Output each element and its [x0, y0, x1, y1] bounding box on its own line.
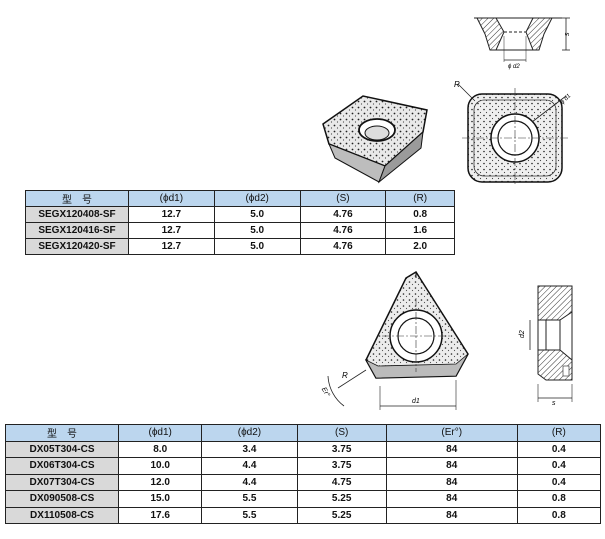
d1-cell: 8.0 [118, 440, 203, 458]
header-model: 型 号 [4, 424, 120, 442]
r-cell: 2.0 [385, 238, 455, 255]
r-cell: 0.4 [516, 473, 602, 491]
s-cell: 4.75 [296, 473, 387, 491]
d2-cell: 5.0 [213, 238, 301, 255]
tri-r-label: R [342, 371, 348, 380]
header-d1: (ϕd1) [127, 190, 215, 207]
r-cell: 1.6 [385, 222, 455, 239]
header-r: (R) [385, 190, 455, 207]
table-row: DX05T304-CS 8.0 3.4 3.75 84 0.4 [4, 440, 602, 458]
s-cell: 4.76 [299, 238, 387, 255]
top-s-label: s [564, 32, 571, 36]
er-cell: 84 [385, 457, 518, 475]
side-d2-label: d2 [519, 330, 526, 338]
model-cell: DX07T304-CS [4, 473, 120, 491]
er-cell: 84 [385, 490, 518, 508]
model-cell: DX05T304-CS [4, 440, 120, 458]
model-cell: DX110508-CS [4, 506, 120, 524]
segx-spec-table: 型 号 (ϕd1) (ϕd2) (S) (R) SEGX120408-SF 12… [25, 190, 455, 255]
header-r: (R) [516, 424, 602, 442]
model-cell: SEGX120420-SF [25, 238, 129, 255]
s-cell: 3.75 [296, 457, 387, 475]
d2-cell: 4.4 [201, 457, 298, 475]
side-section-drawing: d2 s [519, 285, 573, 406]
square-r-label: R [454, 80, 460, 89]
header-s: (S) [296, 424, 387, 442]
s-cell: 4.76 [299, 206, 387, 223]
square-d1-label: ϕ d1 [560, 93, 573, 106]
s-cell: 5.25 [296, 490, 387, 508]
d1-cell: 12.7 [127, 222, 215, 239]
table-row: SEGX120408-SF 12.7 5.0 4.76 0.8 [25, 206, 455, 223]
d2-cell: 5.5 [201, 506, 298, 524]
header-s: (S) [299, 190, 387, 207]
table-header-row: 型 号 (ϕd1) (ϕd2) (S) (Er°) (R) [4, 424, 602, 442]
table-header-row: 型 号 (ϕd1) (ϕd2) (S) (R) [25, 190, 455, 207]
square-insert-top-view: R ϕ d1 [454, 80, 573, 186]
model-cell: DX06T304-CS [4, 457, 120, 475]
model-cell: SEGX120408-SF [25, 206, 129, 223]
triangle-insert-drawing: d1 R Er° [320, 270, 469, 410]
d1-cell: 12.0 [118, 473, 203, 491]
r-cell: 0.8 [385, 206, 455, 223]
table-row: SEGX120420-SF 12.7 5.0 4.76 2.0 [25, 238, 455, 255]
d2-cell: 5.0 [213, 206, 301, 223]
r-cell: 0.8 [516, 506, 602, 524]
d1-cell: 12.7 [127, 206, 215, 223]
header-er: (Er°) [385, 424, 518, 442]
d2-cell: 5.0 [213, 222, 301, 239]
table-row: DX07T304-CS 12.0 4.4 4.75 84 0.4 [4, 473, 602, 491]
er-cell: 84 [385, 473, 518, 491]
d2-cell: 3.4 [201, 440, 298, 458]
d1-cell: 10.0 [118, 457, 203, 475]
d1-cell: 17.6 [118, 506, 203, 524]
header-d2: (ϕd2) [213, 190, 301, 207]
d1-cell: 15.0 [118, 490, 203, 508]
model-cell: SEGX120416-SF [25, 222, 129, 239]
tri-er-label: Er° [320, 386, 332, 399]
table-row: DX110508-CS 17.6 5.5 5.25 84 0.8 [4, 506, 602, 524]
d1-cell: 12.7 [127, 238, 215, 255]
s-cell: 3.75 [296, 440, 387, 458]
side-s-label: s [552, 400, 556, 406]
er-cell: 84 [385, 506, 518, 524]
table-row: SEGX120416-SF 12.7 5.0 4.76 1.6 [25, 222, 455, 239]
er-cell: 84 [385, 440, 518, 458]
header-model: 型 号 [25, 190, 129, 207]
d2-cell: 5.5 [201, 490, 298, 508]
table-row: DX06T304-CS 10.0 4.4 3.75 84 0.4 [4, 457, 602, 475]
d2-cell: 4.4 [201, 473, 298, 491]
s-cell: 4.76 [299, 222, 387, 239]
tri-d1-label: d1 [412, 398, 420, 405]
top-d2-label: ϕ d2 [508, 64, 520, 70]
model-cell: DX090508-CS [4, 490, 120, 508]
s-cell: 5.25 [296, 506, 387, 524]
dx-spec-table: 型 号 (ϕd1) (ϕd2) (S) (Er°) (R) DX05T304-C… [4, 424, 602, 524]
r-cell: 0.4 [516, 440, 602, 458]
table-row: DX090508-CS 15.0 5.5 5.25 84 0.8 [4, 490, 602, 508]
r-cell: 0.8 [516, 490, 602, 508]
header-d1: (ϕd1) [118, 424, 203, 442]
square-insert-3d-drawing [322, 95, 428, 184]
r-cell: 0.4 [516, 457, 602, 475]
top-section-drawing: s ϕ d2 [474, 17, 571, 70]
header-d2: (ϕd2) [201, 424, 298, 442]
